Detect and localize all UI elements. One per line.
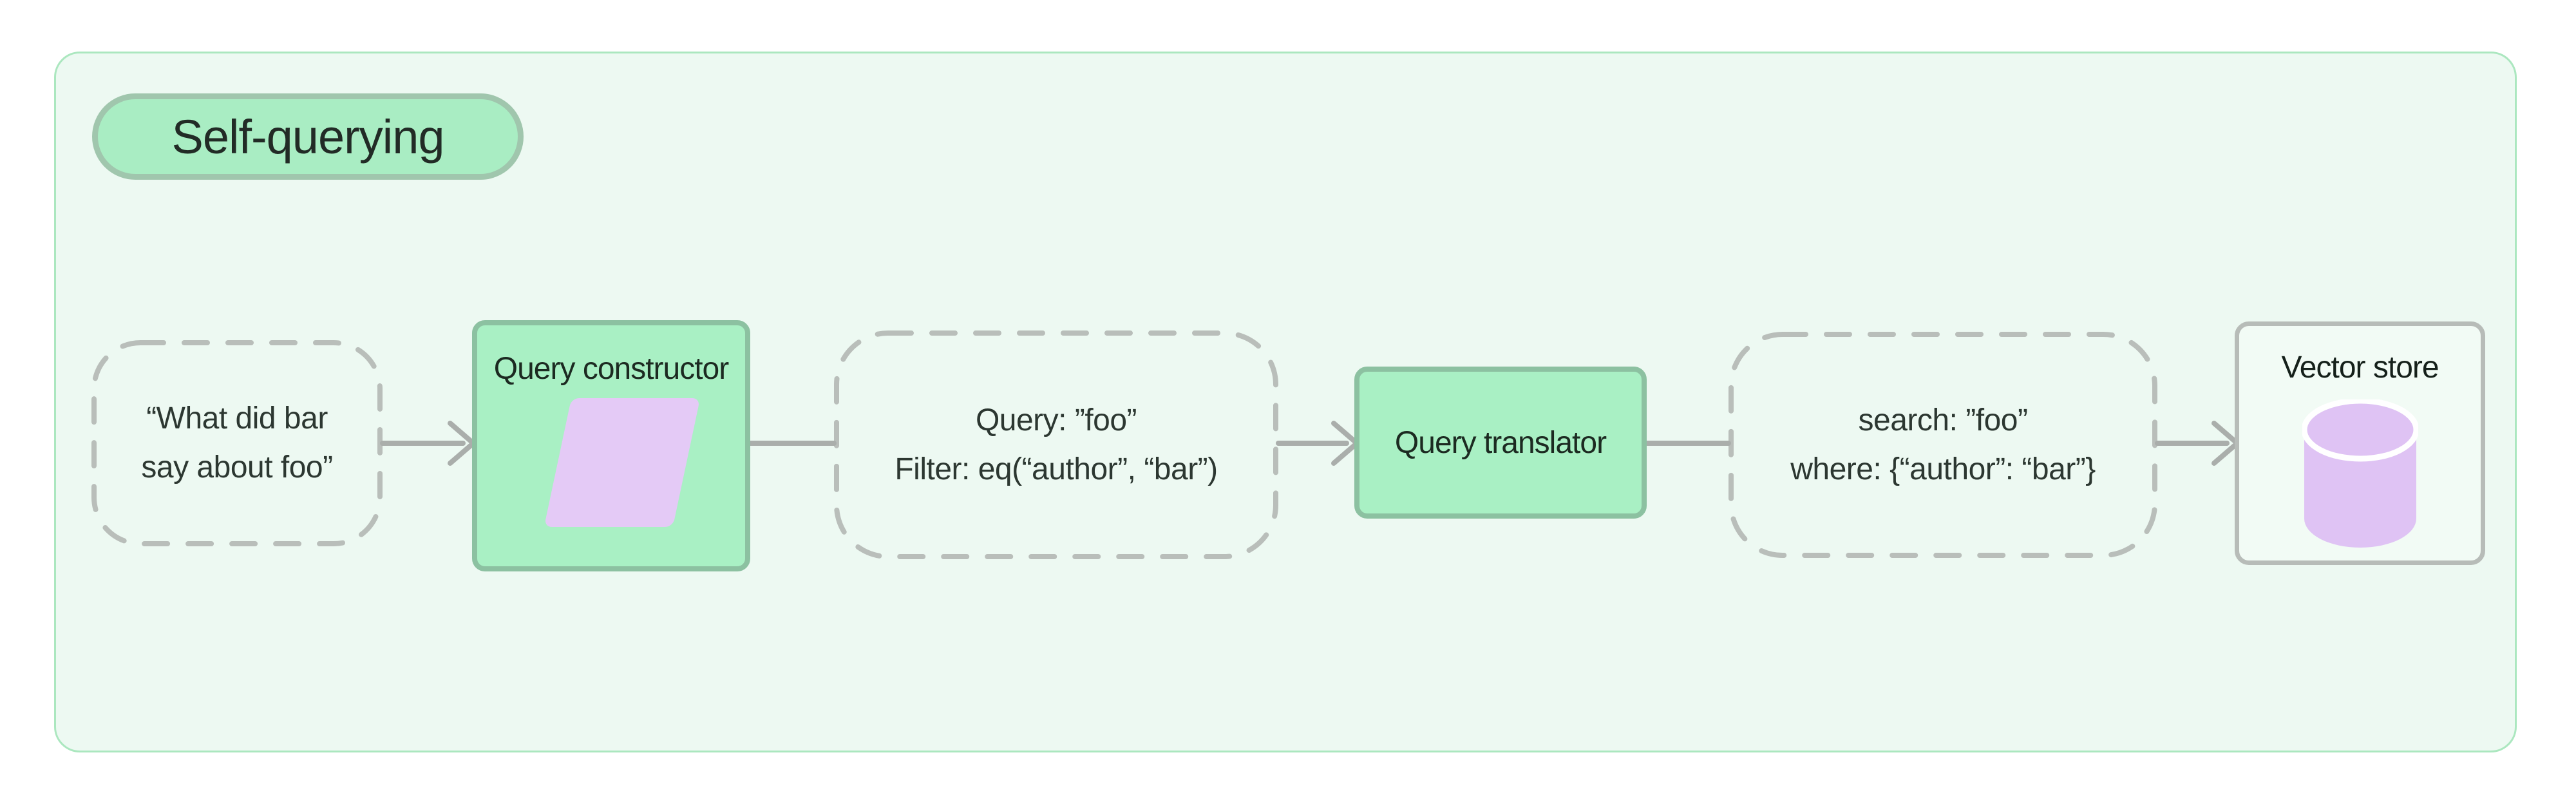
constructed-query-line2: Filter: eq(“author”, “bar”) [895, 452, 1218, 486]
parallelogram-icon [544, 398, 701, 527]
node-translated-query: search: ”foo” where: {“author”: “bar”} [1728, 332, 2157, 558]
diagram-title-badge: Self-querying [92, 93, 524, 180]
query-constructor-label: Query constructor [493, 352, 729, 386]
node-user-query: “What did bar say about foo” [91, 340, 383, 546]
dashed-outline-constructed-query [834, 330, 1278, 559]
connector-layer [91, 330, 2240, 559]
self-querying-panel: Self-querying “What did bar say about fo… [54, 52, 2517, 752]
node-user-query-line1: “What did bar [146, 401, 328, 436]
node-query-translator: Query translator [1354, 367, 1647, 519]
node-query-constructor: Query constructor [472, 320, 750, 571]
translated-query-line1: search: ”foo” [1858, 403, 2028, 437]
node-user-query-line2: say about foo” [141, 450, 333, 484]
node-constructed-query: Query: ”foo” Filter: eq(“author”, “bar”) [834, 330, 1278, 559]
dashed-outline-translated-query [1728, 332, 2157, 558]
database-icon [2302, 399, 2418, 548]
diagram-title: Self-querying [171, 110, 444, 164]
vector-store-label: Vector store [2281, 350, 2439, 385]
constructed-query-line1: Query: ”foo” [975, 403, 1137, 437]
query-translator-label: Query translator [1394, 425, 1607, 460]
node-vector-store: Vector store [2235, 321, 2485, 565]
translated-query-line2: where: {“author”: “bar”} [1790, 452, 2096, 486]
